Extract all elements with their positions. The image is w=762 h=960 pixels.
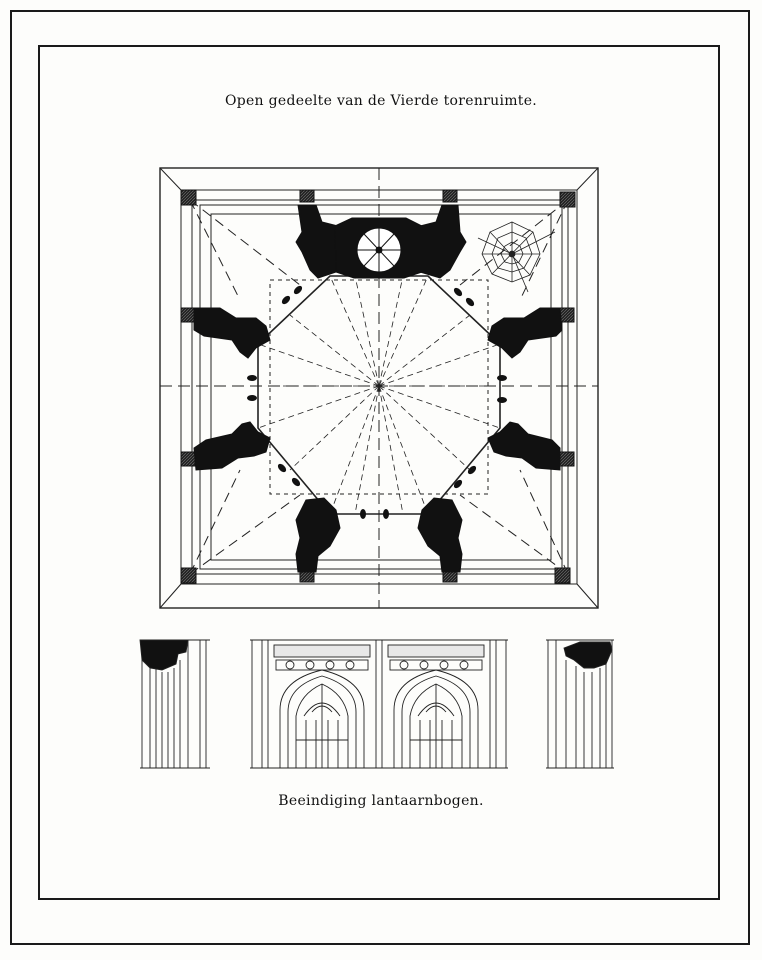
left-gothic-window bbox=[273, 644, 371, 768]
radial-rays bbox=[257, 275, 501, 515]
corner-line bbox=[576, 167, 599, 191]
spiral-stair bbox=[356, 227, 402, 273]
right-gothic-window bbox=[387, 644, 485, 768]
plate-title: Open gedeelte van de Vierde torenruimte. bbox=[224, 93, 538, 109]
plan-border-3 bbox=[191, 199, 569, 575]
plate-subtitle: Beeindiging lantaarnbogen. bbox=[278, 793, 484, 809]
right-pier-elevation bbox=[546, 639, 614, 769]
corner-line bbox=[159, 167, 182, 191]
diagonal-lines bbox=[189, 199, 569, 575]
lantern-arches-elevation bbox=[250, 639, 508, 769]
corner-line bbox=[159, 583, 182, 609]
inner-frame bbox=[38, 45, 720, 900]
left-pier-elevation bbox=[139, 639, 210, 769]
corner-line bbox=[576, 583, 599, 609]
star-vault-icon bbox=[477, 221, 556, 293]
plan-border-5 bbox=[210, 213, 552, 561]
corner-blocks bbox=[180, 189, 576, 584]
outer-frame bbox=[10, 10, 750, 945]
rib-bosses bbox=[247, 285, 507, 519]
tower-plan bbox=[159, 167, 599, 609]
plan-border-4 bbox=[199, 204, 563, 570]
